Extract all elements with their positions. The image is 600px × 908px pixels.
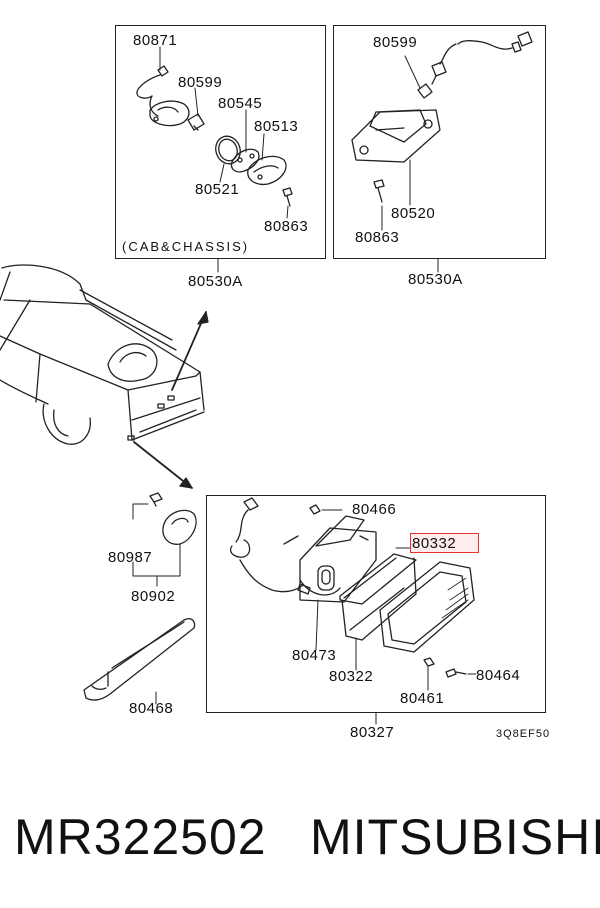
diagram-code: 3Q8EF50 [496, 728, 551, 740]
label-80599-right: 80599 [373, 34, 418, 51]
lens-80513-drawing [247, 155, 287, 186]
label-80464: 80464 [476, 667, 521, 684]
label-80461: 80461 [400, 690, 445, 707]
highlight-80332 [410, 533, 479, 553]
arrow-to-bottom-box [133, 441, 193, 489]
label-80863-left: 80863 [264, 218, 309, 235]
label-80513: 80513 [254, 118, 299, 135]
gasket-80322-drawing [339, 553, 417, 641]
leader-lines-80987-80902 [132, 503, 181, 587]
label-80322: 80322 [329, 668, 374, 685]
label-80871: 80871 [133, 32, 178, 49]
connector-drawing [457, 31, 533, 53]
clip-80987-drawing [149, 492, 163, 507]
box-standard [333, 25, 546, 259]
part-number: MR322502 [14, 809, 267, 865]
screw-80466-drawing [309, 504, 321, 515]
lens-80332-drawing [379, 561, 475, 653]
gasket-80521-drawing [215, 135, 241, 165]
screw-80863-left-drawing [282, 187, 293, 207]
pickup-truck-drawing [0, 264, 205, 445]
socket-wire-80871-drawing [136, 65, 169, 117]
label-80599-left: 80599 [178, 74, 223, 91]
leader-lines-bottom-right [315, 509, 477, 691]
label-80530A-right: 80530A [408, 271, 463, 288]
box-cab-chassis [115, 25, 326, 259]
label-80521: 80521 [195, 181, 240, 198]
lamp-housing-80871-drawing [149, 100, 190, 127]
trim-80468-drawing [83, 618, 196, 701]
caption-cab-chassis: (CAB&CHASSIS) [122, 239, 250, 254]
wire-harness-80327-drawing [229, 497, 311, 595]
label-80987: 80987 [108, 549, 153, 566]
lamp-housing-80327-drawing [283, 515, 377, 603]
bulb-80599-drawing [187, 113, 205, 131]
grommet-80902-drawing [162, 509, 197, 545]
label-80545: 80545 [218, 95, 263, 112]
label-80466: 80466 [352, 501, 397, 518]
nut-80461-drawing [423, 657, 435, 667]
leader-lines-top-right [381, 55, 421, 231]
label-80327: 80327 [350, 724, 395, 741]
base-80545-drawing [230, 148, 260, 173]
label-80520: 80520 [391, 205, 436, 222]
brand-name: MITSUBISHI [310, 809, 600, 865]
label-80468: 80468 [129, 700, 174, 717]
leader-lines-top-left [159, 46, 289, 219]
lamp-body-80520-drawing [351, 109, 441, 163]
bulb-socket-80599-right-drawing [417, 43, 457, 99]
label-80902: 80902 [131, 588, 176, 605]
screw-80863-right-drawing [373, 179, 385, 203]
label-80863-right: 80863 [355, 229, 400, 246]
label-80530A-left: 80530A [188, 273, 243, 290]
arrow-to-top-boxes [171, 311, 209, 391]
label-80473: 80473 [292, 647, 337, 664]
label-80332: 80332 [412, 535, 457, 552]
screw-80464-drawing [445, 668, 467, 678]
